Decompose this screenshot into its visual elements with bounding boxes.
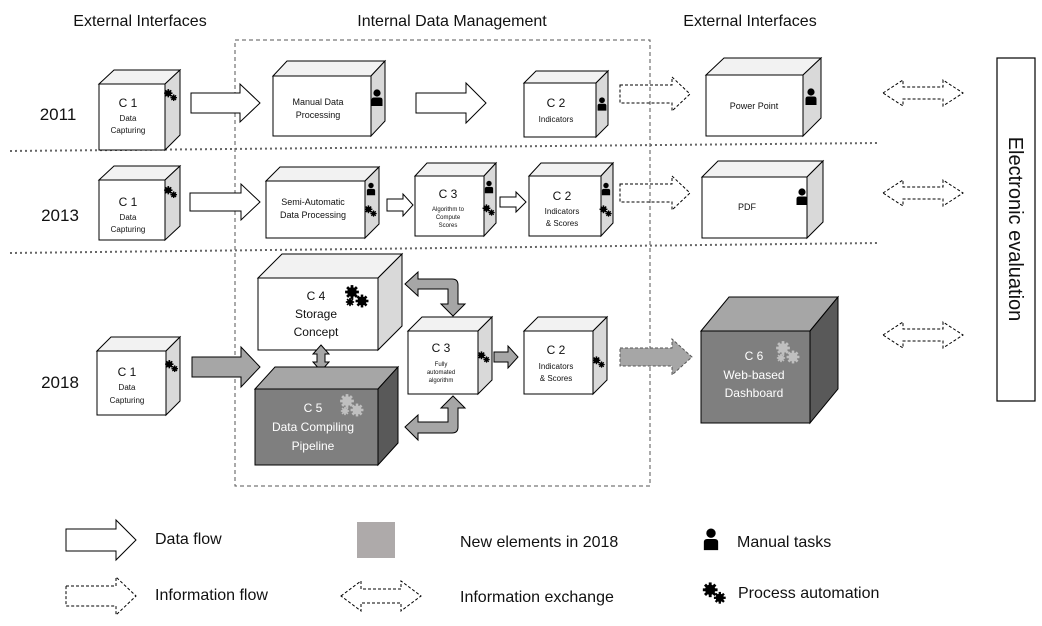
box-powerpoint: Power Point [704, 56, 823, 138]
box-label: Data [120, 213, 137, 222]
bent-arrow-c3-c4 [404, 270, 467, 317]
box-label: & Scores [546, 219, 578, 228]
box-label: & Scores [540, 374, 572, 383]
box-label: Algorithm to [432, 207, 465, 213]
legend-manual-tasks-icon [703, 528, 719, 551]
box-c2-indicators-2011: C 2 Indicators [522, 69, 610, 139]
legend-data-flow-label: Data flow [155, 531, 222, 548]
box-code: C 2 [547, 343, 566, 357]
year-2018-label: 2018 [41, 373, 79, 392]
box-label: Manual Data [292, 97, 343, 107]
box-label: PDF [738, 202, 757, 212]
box-c1-data-capturing-2018: C 1 Data Capturing [95, 335, 182, 417]
year-2011-label: 2011 [40, 105, 77, 124]
information-exchange-arrow [882, 179, 964, 207]
data-flow-arrow [499, 190, 527, 214]
box-label: Storage [295, 307, 337, 321]
box-c2-indicators-scores-2018: C 2 Indicators & Scores [522, 315, 609, 396]
box-label: automated [427, 370, 455, 376]
information-exchange-arrow [882, 79, 964, 107]
box-code: C 1 [119, 195, 138, 209]
legend-new-elements-swatch [357, 522, 395, 558]
box-code: C 1 [118, 365, 137, 379]
header-external-right: External Interfaces [683, 13, 816, 30]
box-label: Data Compiling [272, 420, 354, 434]
information-flow-arrow [619, 75, 691, 113]
box-code: C 3 [439, 187, 458, 201]
header-internal: Internal Data Management [357, 13, 547, 30]
box-c1-data-capturing-2013: C 1 Data Capturing [97, 164, 182, 242]
box-pdf: PDF [700, 159, 825, 240]
box-label: Indicators [545, 207, 580, 216]
data-flow-arrow [189, 182, 261, 222]
box-label: Fully [435, 362, 448, 368]
box-c6-web-based-dashboard: C 6 Web-based Dashboard [699, 295, 840, 425]
box-c1-data-capturing-2011: C 1 Data Capturing [97, 68, 182, 152]
legend-process-automation-icon [703, 582, 726, 603]
box-label: Pipeline [292, 439, 335, 453]
box-label: Dashboard [725, 386, 784, 400]
box-code: C 2 [547, 96, 566, 110]
box-label: Web-based [723, 368, 784, 382]
box-code: C 2 [553, 189, 572, 203]
box-label: Indicators [539, 115, 574, 124]
box-code: C 5 [304, 401, 323, 415]
box-label: Indicators [539, 362, 574, 371]
box-label: Capturing [110, 396, 145, 405]
box-label: Data [120, 114, 137, 123]
box-label: Capturing [111, 225, 146, 234]
box-label: Data Processing [280, 210, 346, 220]
legend-new-elements-label: New elements in 2018 [460, 534, 618, 551]
header-external-left: External Interfaces [73, 13, 206, 30]
box-c3-algorithm-2013: C 3 Algorithm to Compute Scores [413, 161, 498, 238]
box-code: C 3 [432, 341, 451, 355]
electronic-evaluation-panel [996, 57, 1036, 402]
box-label: Compute [436, 215, 461, 221]
box-c2-indicators-scores-2013: C 2 Indicators & Scores [527, 161, 615, 238]
information-exchange-arrow [882, 321, 964, 349]
box-label: Concept [294, 325, 339, 339]
box-code: C 4 [307, 289, 326, 303]
box-code: C 6 [745, 349, 764, 363]
information-flow-arrow [619, 174, 691, 212]
data-flow-arrow-new [493, 344, 519, 370]
legend-manual-tasks-label: Manual tasks [737, 534, 831, 551]
box-semi-automatic-processing: Semi-Automatic Data Processing [264, 165, 381, 240]
legend-information-flow-label: Information flow [155, 587, 268, 604]
box-c5-data-compiling-pipeline: C 5 Data Compiling Pipeline [253, 365, 400, 467]
box-c4-storage-concept: C 4 Storage Concept [256, 252, 404, 352]
year-2013-label: 2013 [41, 206, 79, 225]
box-label: algorithm [429, 378, 454, 384]
legend-information-exchange-arrow [340, 580, 422, 612]
row-separator [9, 242, 879, 254]
data-flow-arrow [190, 82, 261, 124]
box-label: Data [119, 383, 136, 392]
box-label: Processing [296, 110, 341, 120]
electronic-evaluation-label: Electronic evaluation [1004, 137, 1026, 322]
data-flow-arrow-new [191, 345, 261, 389]
legend-information-flow-arrow [65, 575, 137, 617]
data-flow-arrow [386, 192, 414, 218]
box-label: Semi-Automatic [281, 197, 345, 207]
bent-arrow-c3-c5 [404, 395, 467, 442]
box-code: C 1 [119, 96, 138, 110]
box-c3-fully-automated-algorithm: C 3 Fully automated algorithm [406, 315, 494, 396]
legend-data-flow-arrow [65, 518, 137, 562]
internal-zone-frame [234, 39, 651, 487]
box-label: Power Point [730, 101, 779, 111]
legend-process-automation-label: Process automation [738, 585, 879, 602]
box-label: Scores [439, 223, 458, 229]
information-flow-arrow-new [619, 337, 693, 377]
data-flow-arrow [415, 81, 487, 125]
box-manual-data-processing: Manual Data Processing [271, 59, 387, 138]
box-label: Capturing [111, 126, 146, 135]
legend-information-exchange-label: Information exchange [460, 589, 614, 606]
